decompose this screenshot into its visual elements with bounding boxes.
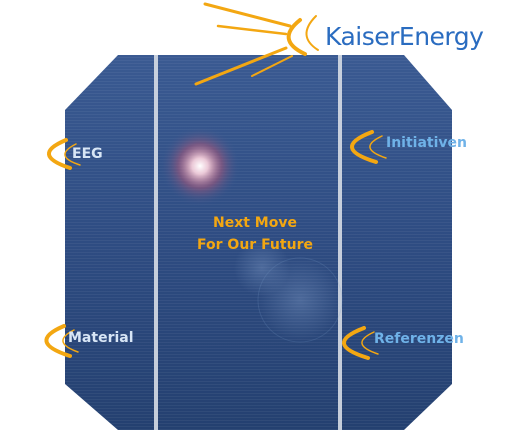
swoosh-initiativen-icon bbox=[350, 130, 387, 164]
busbar-left bbox=[154, 55, 158, 430]
busbar-right bbox=[338, 55, 342, 430]
swoosh-material-icon bbox=[44, 324, 79, 358]
nav-link-referenzen[interactable]: Referenzen bbox=[374, 331, 464, 347]
nav-link-initiativen[interactable]: Initiativen bbox=[386, 135, 467, 151]
swoosh-eeg-icon bbox=[47, 138, 81, 170]
swoosh-referenzen-icon bbox=[342, 326, 379, 360]
tagline-line1: Next Move bbox=[213, 215, 297, 231]
tagline-line2: For Our Future bbox=[197, 237, 313, 253]
logo-swoosh-icon bbox=[194, 2, 319, 86]
nav-link-eeg[interactable]: EEG bbox=[72, 146, 103, 162]
nav-link-material[interactable]: Material bbox=[68, 330, 134, 346]
brand-logo-text[interactable]: KaiserEnergy bbox=[325, 22, 484, 51]
lens-flare bbox=[160, 126, 240, 206]
